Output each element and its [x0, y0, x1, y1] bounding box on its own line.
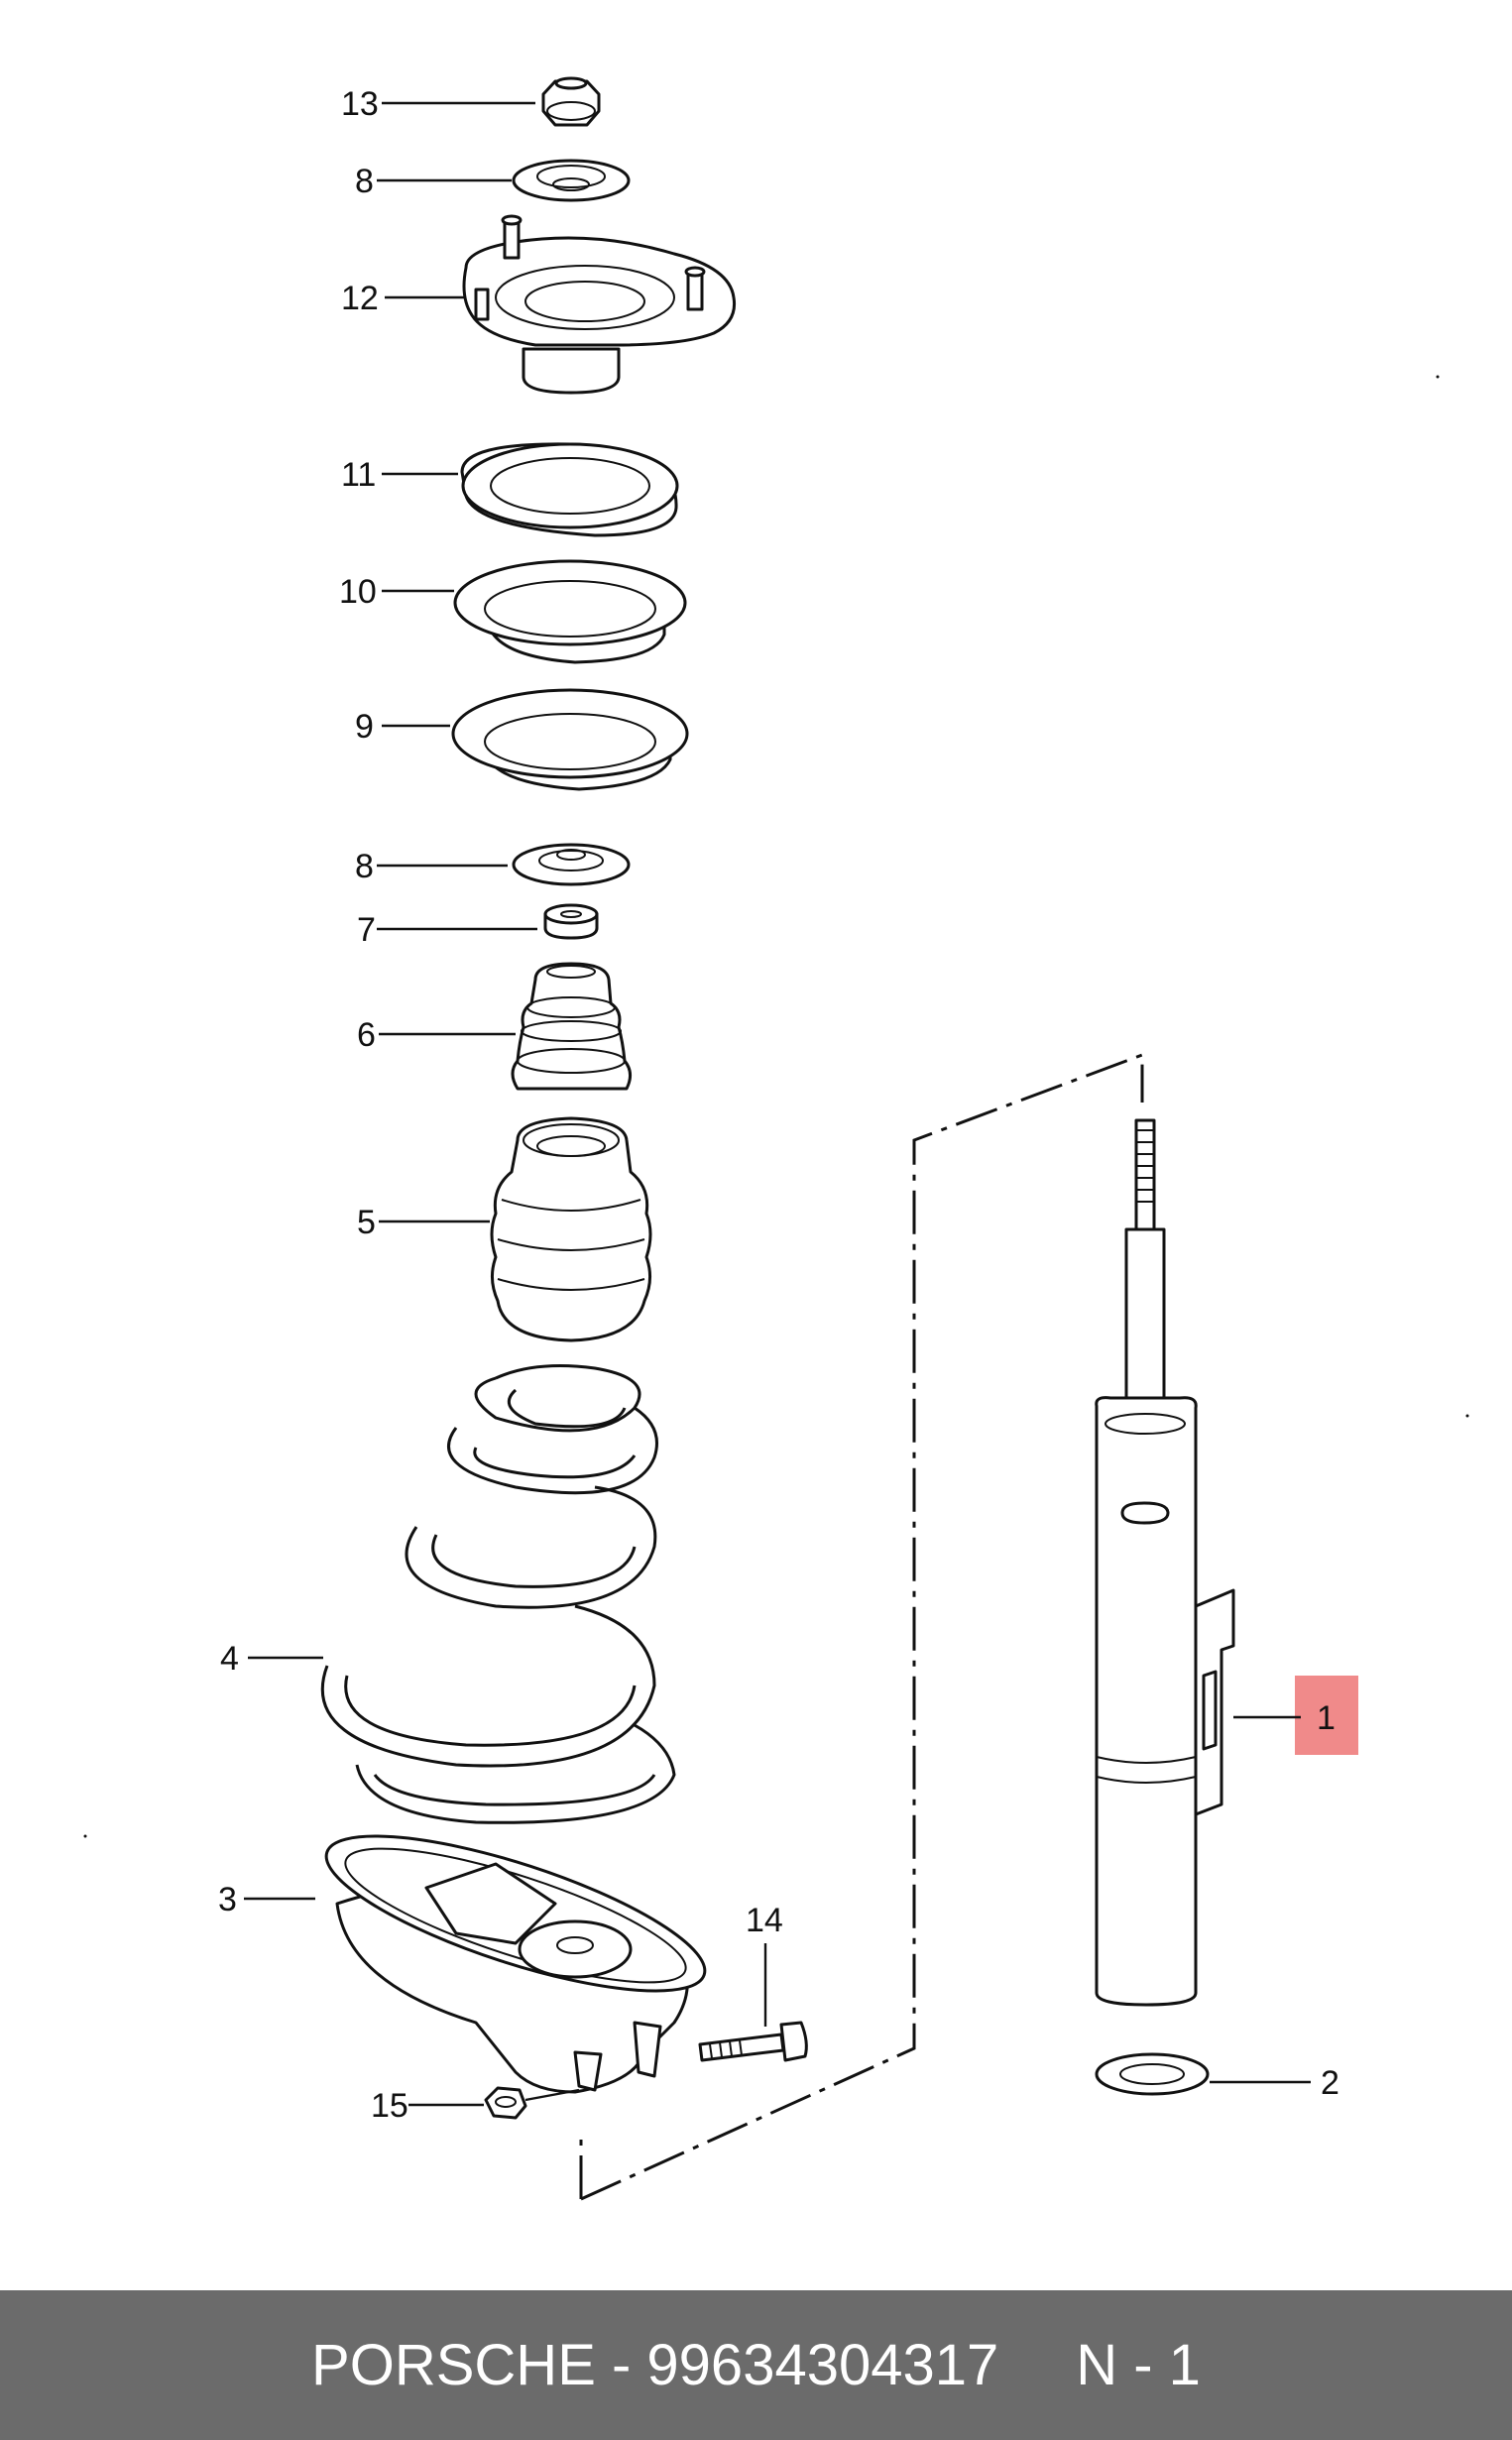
part-10-spring-seat-upper — [453, 559, 687, 664]
part-1-shock-absorber — [1095, 1118, 1235, 2007]
speck — [83, 1834, 87, 1838]
part-8-washer-top — [512, 159, 631, 202]
part-13-nut — [541, 76, 601, 127]
part-6-bump-stop — [511, 962, 632, 1091]
callout-2: 2 — [1321, 2064, 1339, 2102]
callout-12: 12 — [341, 280, 379, 317]
callout-14: 14 — [746, 1902, 783, 1939]
part-14-bolt — [698, 2021, 808, 2062]
part-12-strut-mount — [462, 214, 737, 395]
callout-8-top: 8 — [355, 163, 374, 200]
part-11-bearing-ring — [460, 442, 679, 537]
part-8-washer-lower — [512, 843, 631, 886]
callout-8-lower: 8 — [355, 848, 374, 885]
callout-11: 11 — [341, 456, 376, 494]
quantity-label: N - 1 — [1076, 2333, 1201, 2397]
callout-15: 15 — [371, 2087, 408, 2125]
callout-7: 7 — [357, 911, 376, 949]
callout-1-highlight — [1295, 1676, 1358, 1755]
part-number-label: PORSCHE - 99634304317 — [311, 2333, 999, 2397]
part-5-dust-boot — [490, 1116, 652, 1342]
footer-bar: PORSCHE - 99634304317 N - 1 — [0, 2290, 1512, 2440]
callout-9: 9 — [355, 708, 374, 746]
parts-diagram: 13 8 12 11 10 9 — [83, 76, 1469, 2201]
part-2-washer — [1095, 2052, 1210, 2096]
part-9-spring-isolator — [451, 688, 689, 791]
callout-6: 6 — [357, 1016, 376, 1054]
speck — [1436, 375, 1440, 379]
callout-13: 13 — [341, 85, 379, 123]
part-15-nut — [484, 2086, 527, 2120]
callout-3: 3 — [218, 1881, 237, 1918]
speck — [1465, 1414, 1469, 1418]
assembly-line — [579, 1052, 1144, 2201]
leader-15b — [524, 2088, 580, 2102]
callout-4: 4 — [220, 1640, 239, 1678]
part-3-lower-spring-seat — [324, 1834, 707, 2094]
part-7-bushing — [543, 903, 599, 940]
part-4-coil-spring — [320, 1364, 676, 1824]
callout-5: 5 — [357, 1204, 376, 1241]
callout-10: 10 — [339, 573, 377, 611]
callout-1: 1 — [1317, 1699, 1336, 1737]
